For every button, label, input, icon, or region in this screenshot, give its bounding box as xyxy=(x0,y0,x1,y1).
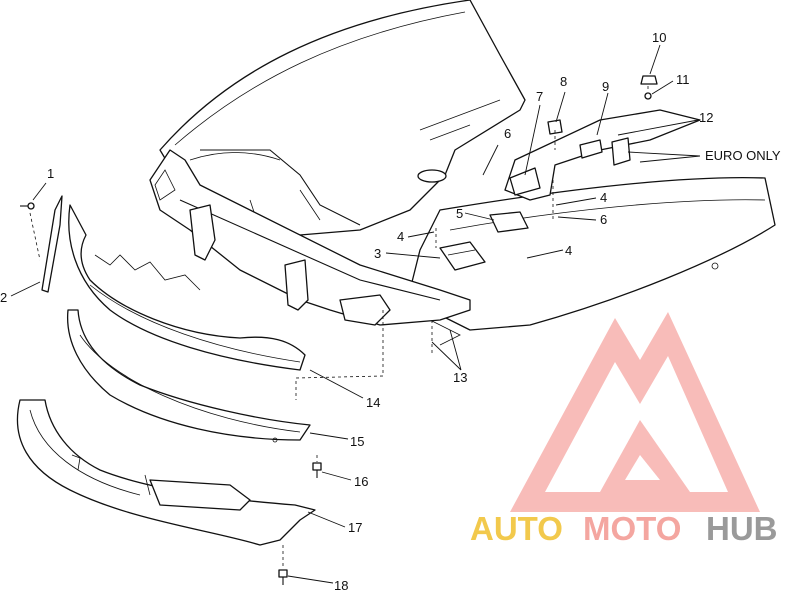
euro-bracket xyxy=(504,109,701,201)
callout-labels: 1 2 3 4 4 4 5 6 6 7 8 9 10 11 12 13 14 1… xyxy=(0,30,781,591)
side-strip-2 xyxy=(41,195,63,293)
callout-6b: 6 xyxy=(600,212,607,227)
watermark-hub: HUB xyxy=(706,510,778,547)
watermark-auto: AUTO xyxy=(470,510,563,547)
callout-3: 3 xyxy=(374,246,381,261)
watermark-logo xyxy=(510,312,760,512)
bracket-3 xyxy=(439,241,486,271)
callout-4a: 4 xyxy=(397,229,404,244)
callout-1: 1 xyxy=(47,166,54,181)
reinforcement-15 xyxy=(66,309,311,443)
leader-lines xyxy=(10,44,701,584)
bolt-18 xyxy=(278,569,288,585)
callout-14: 14 xyxy=(366,395,380,410)
euro-only-note: EURO ONLY xyxy=(705,148,781,163)
callout-11: 11 xyxy=(676,72,690,87)
callout-16: 16 xyxy=(354,474,368,489)
callout-9: 9 xyxy=(602,79,609,94)
callout-2: 2 xyxy=(0,290,7,305)
callout-8: 8 xyxy=(560,74,567,89)
callout-7: 7 xyxy=(536,89,543,104)
upper-bumper-14 xyxy=(68,204,306,371)
lower-fascia-17 xyxy=(16,399,316,546)
assembly-guides xyxy=(29,86,649,568)
bolt-1 xyxy=(20,202,35,210)
callout-17: 17 xyxy=(348,520,362,535)
callout-12: 12 xyxy=(699,110,713,125)
bolt-16 xyxy=(312,462,322,478)
callout-15: 15 xyxy=(350,434,364,449)
watermark-wordmark: AUTO MOTO HUB xyxy=(470,510,778,547)
callout-6a: 6 xyxy=(504,126,511,141)
callout-18: 18 xyxy=(334,578,348,591)
callout-13: 13 xyxy=(453,370,467,385)
bracket-5 xyxy=(489,211,529,233)
callout-10: 10 xyxy=(652,30,666,45)
callout-4b: 4 xyxy=(600,190,607,205)
nut-10-11 xyxy=(640,75,658,100)
watermark-moto: MOTO xyxy=(583,510,681,547)
callout-4c: 4 xyxy=(565,243,572,258)
front-frame xyxy=(149,149,471,326)
callout-5: 5 xyxy=(456,206,463,221)
